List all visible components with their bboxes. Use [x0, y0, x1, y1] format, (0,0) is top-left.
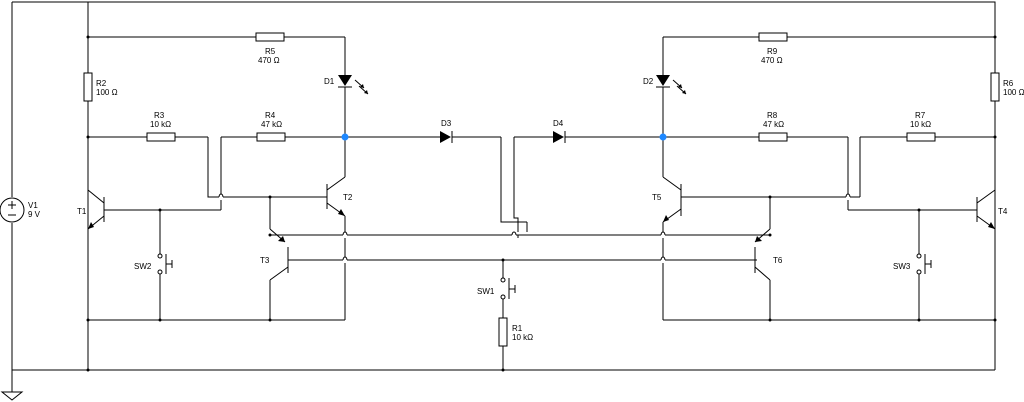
resistor-r4: R4 47 kΩ	[256, 111, 286, 142]
d2-name: D2	[643, 77, 654, 86]
r2-value: 100 Ω	[96, 88, 118, 97]
t1-name: T1	[77, 207, 87, 216]
r3-value: 10 kΩ	[150, 120, 171, 129]
r6-value: 100 Ω	[1003, 88, 1024, 97]
r7-value: 10 kΩ	[910, 120, 931, 129]
battery-v1: V1 9 V	[0, 1, 88, 392]
resistor-r9: R9 470 Ω	[758, 32, 788, 65]
sw2-name: SW2	[134, 262, 152, 271]
t3-name: T3	[260, 256, 270, 265]
t5-name: T5	[652, 193, 662, 202]
resistor-r1: R1 10 kΩ	[498, 317, 533, 372]
switch-sw1: SW1	[477, 260, 516, 318]
r4-value: 47 kΩ	[261, 120, 282, 129]
transistor-t3: T3	[260, 195, 289, 320]
r1-name: R1	[512, 324, 523, 333]
diode-d4: D4	[514, 119, 663, 143]
r7-name: R7	[915, 111, 926, 120]
r9-value: 470 Ω	[761, 56, 783, 65]
r6-name: R6	[1003, 79, 1014, 88]
r8-value: 47 kΩ	[763, 120, 784, 129]
node-highlight-right	[659, 133, 667, 141]
r3-name: R3	[154, 111, 165, 120]
node-highlight-left	[341, 133, 349, 141]
resistor-r6: R6 100 Ω	[990, 37, 1024, 137]
switch-sw2: SW2	[134, 208, 173, 322]
v1-name: V1	[28, 201, 38, 210]
t2-name: T2	[343, 193, 353, 202]
d1-name: D1	[324, 77, 335, 86]
resistor-r7: R7 10 kΩ	[906, 111, 936, 142]
transistor-t6: T6	[754, 195, 783, 320]
diode-d3: D3	[440, 119, 501, 143]
r5-name: R5	[265, 47, 276, 56]
transistor-t1: T1	[77, 137, 105, 230]
transistor-t4: T4	[976, 137, 1008, 320]
ground-symbol	[0, 391, 24, 401]
resistor-r5: R5 470 Ω	[255, 32, 285, 65]
resistor-r2: R2 100 Ω	[83, 37, 118, 137]
t6-name: T6	[773, 256, 783, 265]
r1-value: 10 kΩ	[512, 333, 533, 342]
d3-name: D3	[441, 119, 452, 128]
r4-name: R4	[265, 111, 276, 120]
r8-name: R8	[767, 111, 778, 120]
r2-name: R2	[96, 79, 107, 88]
r5-value: 470 Ω	[258, 56, 280, 65]
led-d1: D1	[324, 37, 369, 137]
transistor-t5: T5	[652, 137, 682, 320]
switch-sw3: SW3	[893, 208, 932, 322]
led-d2: D2	[643, 37, 687, 137]
sw1-name: SW1	[477, 287, 495, 296]
r9-name: R9	[767, 47, 778, 56]
t4-name: T4	[998, 207, 1008, 216]
resistor-r3: R3 10 kΩ	[146, 111, 176, 142]
sw3-name: SW3	[893, 262, 911, 271]
v1-value: 9 V	[28, 210, 41, 219]
d4-name: D4	[553, 119, 564, 128]
transistor-t2: T2	[326, 137, 353, 232]
resistor-r8: R8 47 kΩ	[758, 111, 788, 142]
